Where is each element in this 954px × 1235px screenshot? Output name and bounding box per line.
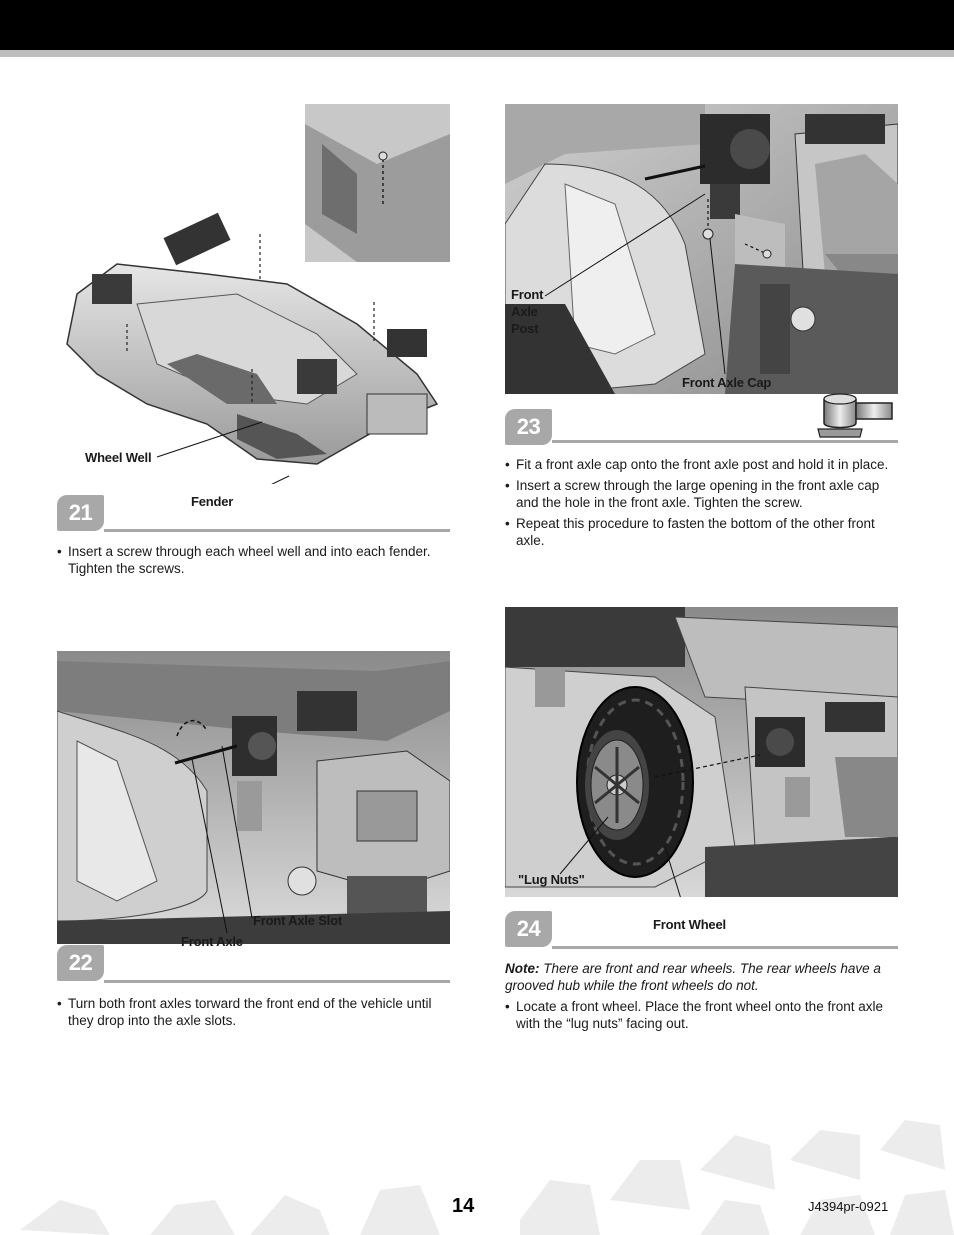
front-axle-slot-callout: Front Axle Slot (253, 913, 342, 928)
step-24-illustration (505, 607, 898, 897)
front-axle-callout: Front Axle (181, 934, 243, 949)
step-24-bullet-1: Locate a front wheel. Place the front wh… (505, 998, 900, 1032)
step-24-instructions: Locate a front wheel. Place the front wh… (505, 998, 900, 1036)
header-stripe (0, 50, 954, 57)
step-21-instructions: Insert a screw through each wheel well a… (57, 543, 437, 581)
step-23-bullet-1: Fit a front axle cap onto the front axle… (505, 456, 900, 473)
axle-cap-icon (816, 391, 896, 439)
step-21-number: 21 (57, 495, 104, 531)
front-wheel-callout: Front Wheel (653, 917, 726, 932)
background-rock-pattern (20, 1120, 954, 1235)
front-axle-cap-callout: Front Axle Cap (682, 375, 772, 390)
step-24-number: 24 (505, 911, 552, 947)
front-axle-post-callout-3: Post (511, 321, 539, 336)
step-22-divider (104, 980, 450, 983)
step-23-number: 23 (505, 409, 552, 445)
step-22-illustration (57, 651, 450, 944)
step-21-bullet-1: Insert a screw through each wheel well a… (57, 543, 437, 577)
step-23-instructions: Fit a front axle cap onto the front axle… (505, 456, 900, 553)
document-id: J4394pr-0921 (808, 1199, 889, 1214)
lug-nuts-callout: "Lug Nuts" (518, 872, 585, 887)
front-axle-post-callout-1: Front (511, 287, 544, 302)
step-24-note: Note: There are front and rear wheels. T… (505, 960, 895, 994)
header-bar (0, 0, 954, 50)
step-23-divider (552, 440, 898, 443)
step-21-divider (104, 529, 450, 532)
wheel-well-callout: Wheel Well (85, 450, 152, 465)
step-22-number: 22 (57, 945, 104, 981)
note-label: Note: (505, 961, 540, 976)
step-22-instructions: Turn both front axles torward the front … (57, 995, 449, 1033)
note-text: There are front and rear wheels. The rea… (505, 961, 881, 993)
step-21-illustration (57, 104, 450, 484)
step-23-illustration (505, 104, 898, 394)
step-22-bullet-1: Turn both front axles torward the front … (57, 995, 449, 1029)
step-24-divider (552, 946, 898, 949)
fender-callout: Fender (191, 494, 234, 509)
page-number: 14 (452, 1195, 475, 1217)
front-axle-post-callout-2: Axle (511, 304, 538, 319)
step-23-bullet-3: Repeat this procedure to fasten the bott… (505, 515, 900, 549)
step-23-bullet-2: Insert a screw through the large opening… (505, 477, 900, 511)
